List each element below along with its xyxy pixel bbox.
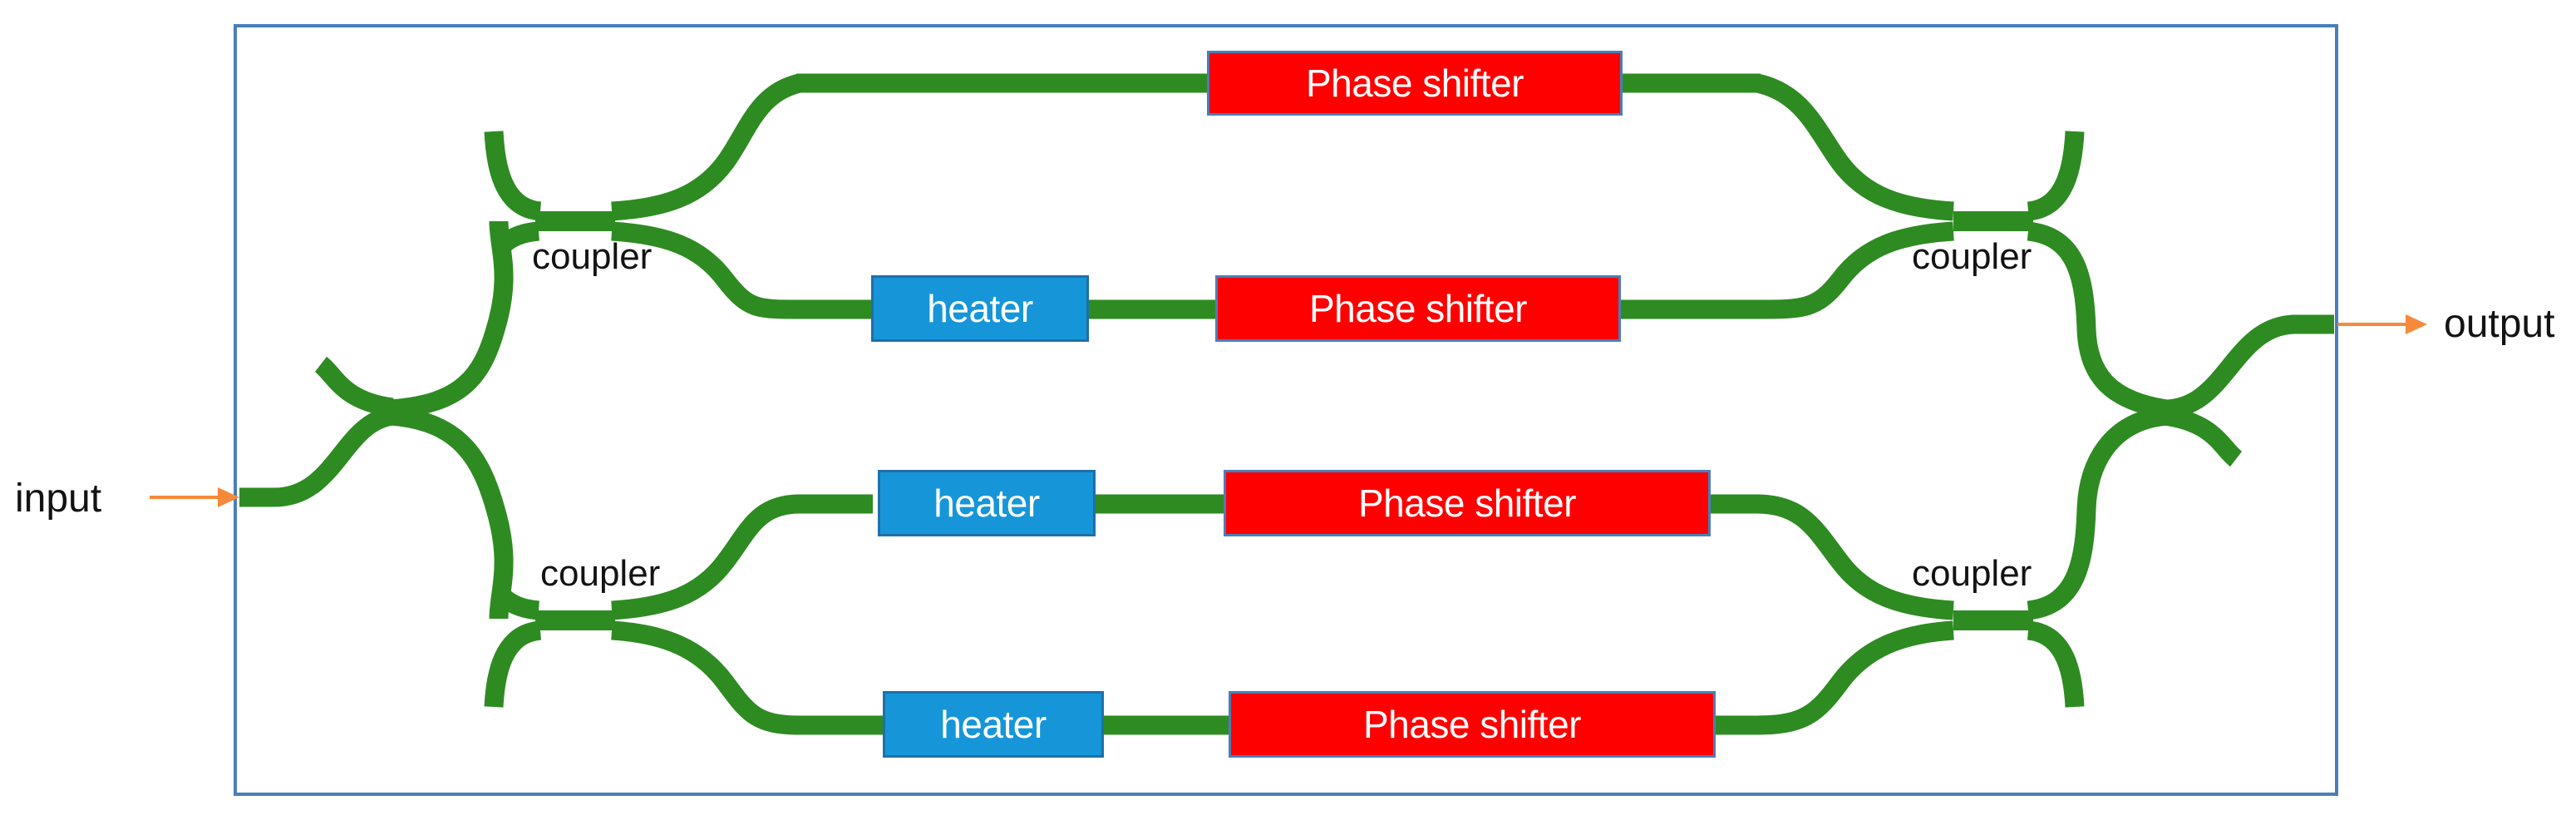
waveguide-splitter-to-bottom-coupler xyxy=(390,406,514,620)
waveguide-bl-coupler-in-up xyxy=(491,585,540,620)
waveguide-br-coupler-in-up xyxy=(1756,494,1954,620)
waveguide-br-coupler-out-down-stub xyxy=(2027,620,2085,708)
waveguide-network xyxy=(239,73,2334,735)
output-arrow-icon xyxy=(2337,314,2427,334)
heater-block-1[interactable]: heater xyxy=(871,275,1089,342)
phase-shifter-block-2[interactable]: Phase shifter xyxy=(1215,275,1621,342)
waveguide-bl-coupler-in-down xyxy=(484,620,542,708)
waveguide-output-sbend xyxy=(2164,314,2296,419)
waveguide-splitter-to-top-coupler xyxy=(390,220,514,419)
phase-shifter-block-1[interactable]: Phase shifter xyxy=(1207,51,1623,116)
waveguide-input-sbend xyxy=(273,406,395,507)
waveguide-tr-coupler-in-up xyxy=(1755,73,1954,221)
panel-border xyxy=(234,24,2338,796)
waveguide-tr-coupler-in-down xyxy=(1756,221,1954,319)
waveguide-tl-coupler-out-up xyxy=(611,73,803,221)
waveguide-tl-coupler-in-down xyxy=(491,221,540,256)
coupler-bottom-right-body xyxy=(1953,610,2033,630)
waveguide-tl-coupler-in-up xyxy=(484,131,542,221)
heater-block-2[interactable]: heater xyxy=(878,470,1096,536)
waveguide-tr-coupler-out-down xyxy=(2027,221,2168,419)
coupler-label-top-left: coupler xyxy=(532,236,653,277)
waveguide-tr-coupler-out-up-stub xyxy=(2027,131,2085,221)
coupler-label-bottom-right: coupler xyxy=(1912,553,2032,594)
coupler-bottom-left-body xyxy=(535,610,615,630)
coupler-top-left-body xyxy=(535,211,615,231)
phase-shifter-block-4[interactable]: Phase shifter xyxy=(1229,691,1716,758)
output-label: output xyxy=(2444,302,2555,346)
waveguide-combiner-lower-stub xyxy=(2163,406,2243,467)
waveguide-tl-coupler-out-down xyxy=(611,221,800,319)
waveguide-splitter-upper-stub xyxy=(314,356,394,417)
waveguide-br-coupler-in-down xyxy=(1756,620,1954,735)
waveguide-bl-coupler-out-down xyxy=(611,620,800,735)
coupler-top-right-body xyxy=(1953,211,2033,231)
phase-shifter-block-3[interactable]: Phase shifter xyxy=(1224,470,1711,536)
input-label: input xyxy=(15,477,102,521)
heater-block-3[interactable]: heater xyxy=(883,691,1104,758)
coupler-label-bottom-left: coupler xyxy=(540,553,661,594)
waveguide-bl-coupler-out-up xyxy=(611,494,800,620)
input-arrow-icon xyxy=(150,487,239,507)
waveguide-br-coupler-out-up xyxy=(2027,406,2168,620)
coupler-label-top-right: coupler xyxy=(1912,236,2032,277)
